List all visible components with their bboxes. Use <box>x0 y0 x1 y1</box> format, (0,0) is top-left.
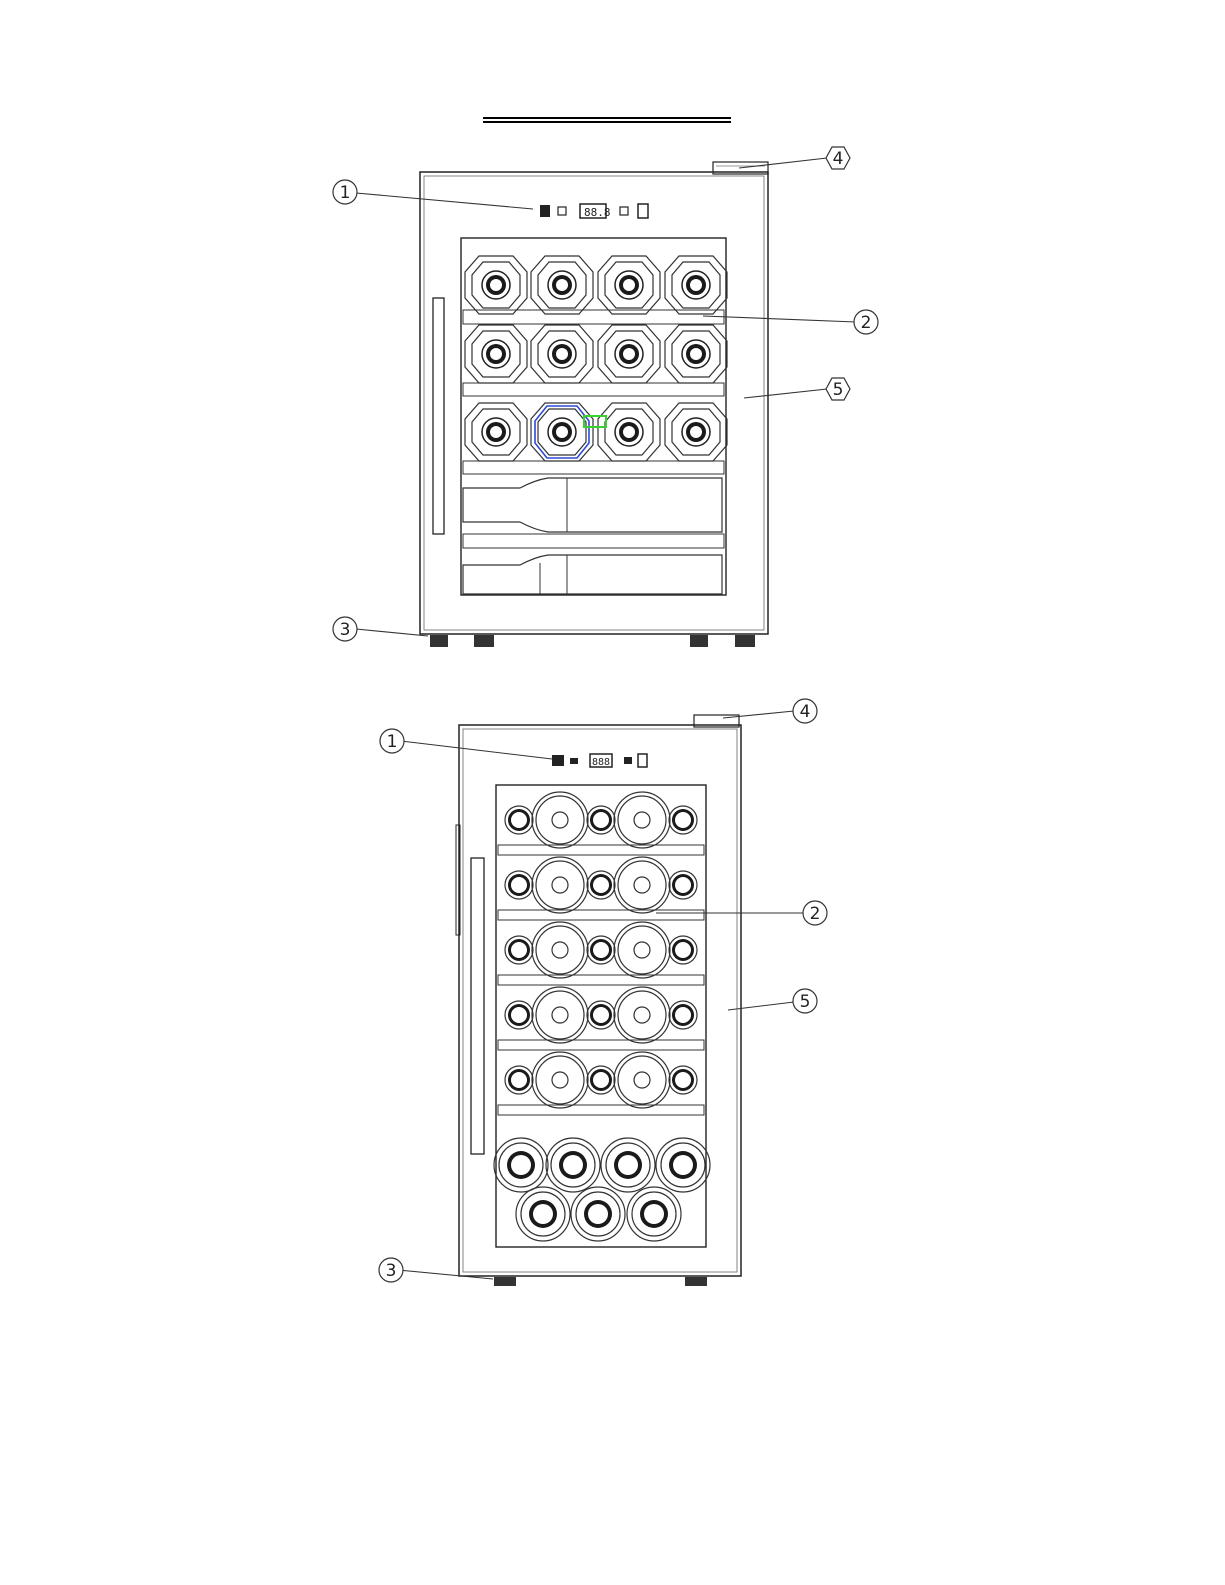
door-handle <box>471 858 484 1154</box>
bottle-neck <box>669 1001 697 1029</box>
bottle <box>665 325 727 383</box>
small-cooler: 88.8 <box>420 162 768 647</box>
callout-1: 1 <box>380 729 404 753</box>
callout-3: 3 <box>333 617 357 641</box>
callout-2: 2 <box>803 901 827 925</box>
bottle-rows <box>465 256 727 461</box>
bottle-neck <box>587 806 615 834</box>
bottle <box>571 1187 625 1241</box>
bottle-neck <box>505 936 533 964</box>
bottle <box>465 325 527 383</box>
callout-leaders <box>356 158 856 1279</box>
wire-shelf <box>498 845 704 855</box>
tall-cooler: 888 <box>456 715 741 1286</box>
bottle-base <box>532 1052 588 1108</box>
callout-5: 5 <box>793 989 817 1013</box>
display-digits: 88.8 <box>584 206 611 219</box>
bottle-base <box>614 987 670 1043</box>
wire-shelf <box>498 910 704 920</box>
bottle <box>601 1138 655 1192</box>
bottle-neck <box>505 806 533 834</box>
bottle <box>546 1138 600 1192</box>
bottle-base <box>532 922 588 978</box>
bottle-neck <box>669 806 697 834</box>
bottle <box>531 403 593 461</box>
bottle <box>665 256 727 314</box>
svg-text:2: 2 <box>861 313 872 333</box>
bottle <box>656 1138 710 1192</box>
leveling-feet <box>494 1277 707 1286</box>
bottle-neck <box>505 871 533 899</box>
bottle-neck <box>587 1066 615 1094</box>
bottle-base <box>614 857 670 913</box>
bottle-neck <box>587 936 615 964</box>
callout-5: 5 <box>826 378 850 400</box>
bottle <box>598 325 660 383</box>
lying-bottles <box>463 478 722 594</box>
bottle <box>531 256 593 314</box>
svg-text:4: 4 <box>800 702 811 722</box>
control-panel: 888 <box>552 754 647 768</box>
callout-4: 4 <box>826 147 850 169</box>
svg-text:3: 3 <box>340 620 351 640</box>
callout-3: 3 <box>379 1258 403 1282</box>
display-digits: 888 <box>592 757 610 768</box>
svg-text:2: 2 <box>810 904 821 924</box>
bottom-bottle-stack <box>494 1138 710 1241</box>
svg-text:5: 5 <box>800 992 811 1012</box>
bottle-base <box>614 922 670 978</box>
wire-shelf <box>498 1040 704 1050</box>
bottle <box>665 403 727 461</box>
bottle <box>598 403 660 461</box>
leveling-feet <box>430 635 755 647</box>
bottle <box>598 256 660 314</box>
bottle-base <box>614 792 670 848</box>
wire-shelf <box>498 1105 704 1115</box>
bottle <box>465 403 527 461</box>
wire-shelf <box>498 975 704 985</box>
bottle <box>516 1187 570 1241</box>
svg-text:5: 5 <box>833 380 844 400</box>
bottle-base <box>614 1052 670 1108</box>
bottle-base <box>532 792 588 848</box>
bottle <box>531 325 593 383</box>
bottle-neck <box>587 1001 615 1029</box>
bottle-base <box>532 987 588 1043</box>
bottle-rows <box>498 792 704 1115</box>
callouts: 1 2 3 4 5 1 2 3 <box>333 147 878 1282</box>
bottle <box>494 1138 548 1192</box>
svg-text:1: 1 <box>340 183 351 203</box>
callout-1: 1 <box>333 180 357 204</box>
control-panel: 88.8 <box>540 204 648 219</box>
bottle-neck <box>669 1066 697 1094</box>
door-handle <box>433 298 444 534</box>
callout-4: 4 <box>793 699 817 723</box>
callout-2: 2 <box>854 310 878 334</box>
svg-text:3: 3 <box>386 1261 397 1281</box>
svg-text:1: 1 <box>387 732 398 752</box>
bottle-neck <box>505 1066 533 1094</box>
bottle <box>627 1187 681 1241</box>
bottle-neck <box>587 871 615 899</box>
bottle <box>465 256 527 314</box>
bottle-neck <box>505 1001 533 1029</box>
bottle-neck <box>669 871 697 899</box>
svg-text:4: 4 <box>833 149 844 169</box>
bottle-base <box>532 857 588 913</box>
bottle-neck <box>669 936 697 964</box>
